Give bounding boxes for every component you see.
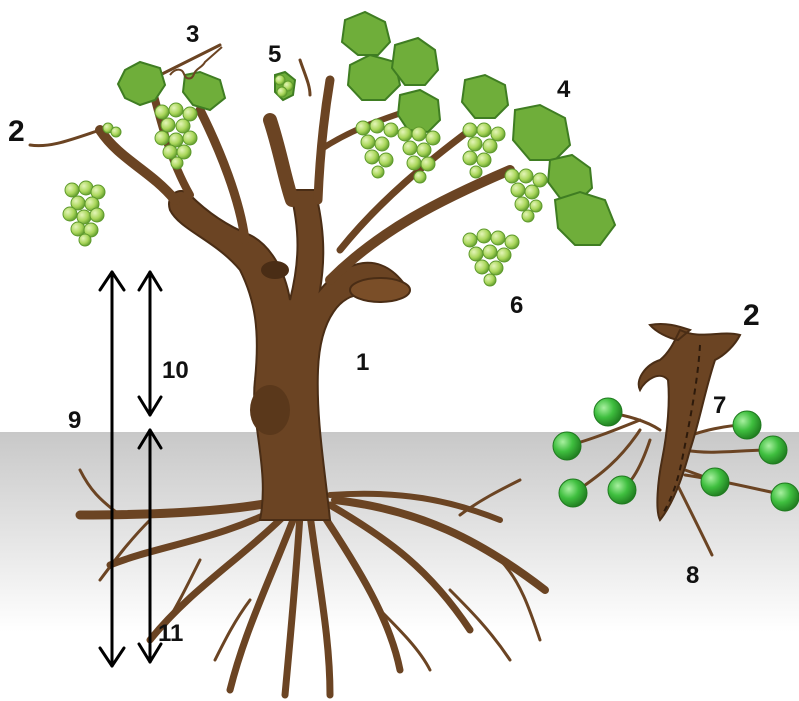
bud: [759, 436, 787, 464]
bud: [594, 398, 622, 426]
label-6: 6: [510, 292, 523, 319]
arrow-10: [139, 272, 161, 415]
label-3: 3: [186, 21, 199, 48]
label-2-vine: 2: [8, 115, 25, 148]
label-7: 7: [713, 392, 726, 419]
bud: [733, 411, 761, 439]
label-8: 8: [686, 562, 699, 589]
label-10: 10: [162, 357, 189, 384]
label-11: 11: [158, 620, 183, 647]
grape-cluster-lower-right: [463, 229, 519, 286]
bud: [771, 483, 799, 511]
label-1: 1: [356, 349, 369, 376]
grape-cluster-upper-left: [155, 103, 197, 169]
grape-cluster-left: [63, 181, 105, 246]
label-2-cutting: 2: [743, 299, 760, 332]
label-9: 9: [68, 407, 81, 434]
bud: [608, 476, 636, 504]
bud: [553, 432, 581, 460]
label-4: 4: [557, 76, 571, 103]
bud: [559, 479, 587, 507]
label-5: 5: [268, 41, 281, 68]
bud: [701, 468, 729, 496]
